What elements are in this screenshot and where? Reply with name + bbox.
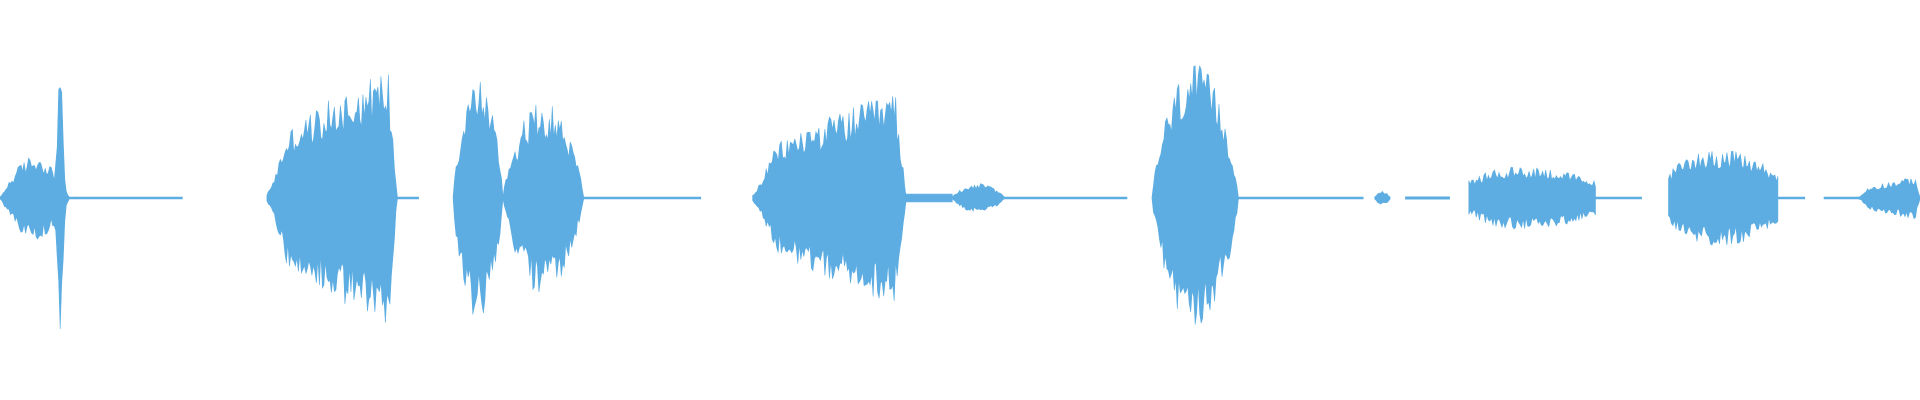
waveform-segment-8 (752, 96, 907, 301)
waveform-segment-5 (452, 81, 504, 315)
waveform-segment-10 (951, 183, 1005, 213)
waveform-segment-17 (1595, 196, 1642, 200)
waveform-segment-11 (1003, 196, 1128, 200)
waveform-segment-7 (583, 196, 702, 200)
waveform-segment-15 (1405, 196, 1450, 200)
waveform-segments (0, 65, 1920, 330)
waveform-segment-16 (1468, 166, 1596, 230)
waveform-segment-6 (502, 104, 585, 293)
waveform-segment-9 (905, 193, 953, 203)
waveform-segment-3 (266, 74, 398, 323)
waveform-segment-19 (1777, 196, 1806, 200)
waveform-segment-14 (1374, 190, 1391, 205)
waveform-segment-18 (1668, 150, 1779, 246)
waveform-segment-1 (0, 87, 78, 330)
waveform-segment-13 (1238, 196, 1364, 200)
waveform-segment-4 (397, 196, 419, 200)
waveform-segment-2 (76, 196, 183, 200)
waveform-segment-20 (1823, 196, 1859, 200)
waveform-segment-21 (1858, 178, 1920, 220)
waveform-segment-12 (1151, 65, 1239, 325)
